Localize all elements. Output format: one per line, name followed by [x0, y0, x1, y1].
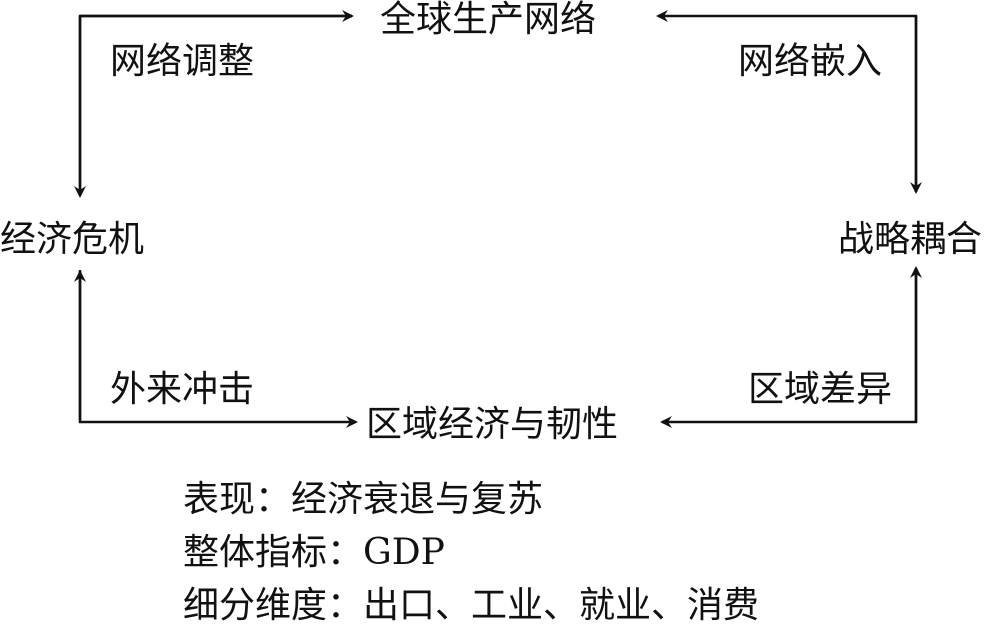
note-performance: 表现：经济衰退与复苏 — [183, 479, 544, 520]
node-economic-crisis: 经济危机 — [0, 219, 145, 260]
note-dimensions: 细分维度：出口、工业、就业、消费 — [183, 585, 760, 626]
arrow-coupling-to-regional — [660, 272, 918, 428]
node-global-production-network: 全球生产网络 — [380, 0, 597, 40]
edge-label-regional-difference: 区域差异 — [748, 369, 893, 410]
edge-label-network-embedding: 网络嵌入 — [738, 41, 883, 82]
edge-label-external-shock: 外来冲击 — [110, 369, 255, 410]
node-strategic-coupling: 战略耦合 — [838, 219, 983, 260]
edge-label-network-adjustment: 网络调整 — [110, 41, 255, 82]
arrow-crisis-to-regional — [78, 270, 358, 428]
node-regional-resilience: 区域经济与韧性 — [366, 404, 619, 445]
note-overall-indicator: 整体指标：GDP — [183, 532, 445, 573]
